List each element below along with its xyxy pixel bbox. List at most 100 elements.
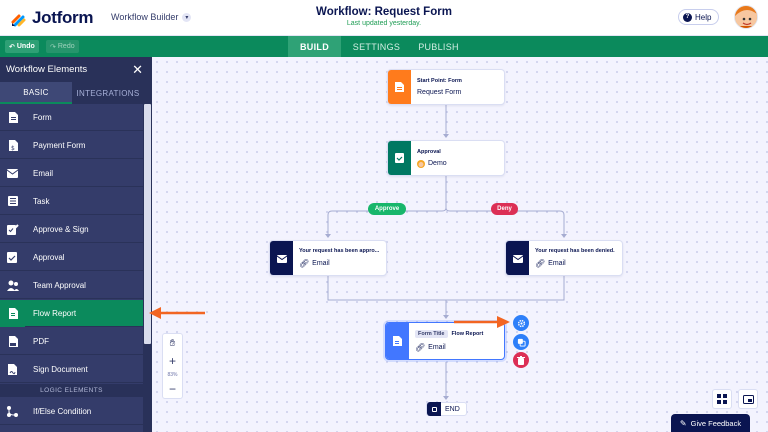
gear-icon — [517, 319, 525, 327]
node-title: Your request has been appro... — [299, 248, 380, 254]
sidebar-item-team-approval[interactable]: Team Approval — [0, 272, 143, 299]
annotation-arrow-right — [454, 316, 510, 328]
sidebar-item-flow-report[interactable]: Flow Report — [0, 299, 143, 327]
avatar[interactable] — [734, 5, 758, 29]
sidebar-item-label: Flow Report — [33, 308, 77, 318]
sidebar-item-label: PDF — [33, 336, 49, 346]
end-node[interactable]: END — [426, 402, 467, 416]
help-button[interactable]: ? Help — [678, 9, 720, 25]
pan-hand-button[interactable]: ✋︎ — [163, 334, 182, 352]
sidebar-item-sign-document[interactable]: Sign Document — [0, 356, 143, 383]
sidebar-tabs: BASIC INTEGRATIONS — [0, 82, 152, 104]
flow-report-icon — [0, 299, 25, 327]
undo-label: Undo — [16, 43, 35, 50]
builder-selector[interactable]: Workflow Builder ▾ — [111, 12, 192, 22]
approved-email-node[interactable]: Your request has been appro... 🔗︎ Email — [269, 240, 387, 276]
sidebar-header: Workflow Elements ✕ — [0, 57, 152, 82]
hand-icon: ✋︎ — [169, 337, 176, 349]
link-icon: 🔗︎ — [299, 259, 310, 268]
trash-icon — [517, 355, 525, 365]
link-icon: 🔗︎ — [415, 343, 426, 352]
node-subtitle-row: 🔗︎ Email — [535, 259, 615, 268]
zoom-out-button[interactable]: − — [163, 380, 182, 398]
sidebar-scrollbar[interactable] — [143, 104, 152, 432]
link-icon: 🔗︎ — [535, 259, 546, 268]
sidebar-item-pdf[interactable]: PDF — [0, 328, 143, 355]
deny-branch-label[interactable]: Deny — [491, 203, 518, 215]
approve-branch-label[interactable]: Approve — [368, 203, 406, 215]
logo-text: Jotform — [32, 8, 94, 27]
tab-basic[interactable]: BASIC — [0, 82, 72, 104]
assignee-name: Demo — [428, 160, 447, 167]
node-subtitle: Email — [428, 344, 446, 351]
sidebar-item-approve-sign[interactable]: Approve & Sign — [0, 216, 143, 243]
minimap-icon — [742, 394, 754, 404]
scrollbar-thumb[interactable] — [144, 104, 151, 344]
form-icon — [0, 104, 25, 131]
workflow-connectors — [325, 105, 567, 400]
node-subtitle: Email — [312, 260, 330, 267]
denied-email-node[interactable]: Your request has been denied. 🔗︎ Email — [505, 240, 623, 276]
zoom-in-button[interactable]: + — [163, 352, 182, 370]
last-updated-status: Last updated yesterday. — [346, 20, 422, 27]
node-duplicate-button[interactable] — [513, 334, 529, 350]
form-title-chip: Form Title — [415, 330, 448, 338]
builder-tabs: BUILD SETTINGS PUBLISH — [288, 36, 465, 57]
jotform-logo[interactable]: Jotform — [10, 8, 93, 28]
annotation-arrow-left — [149, 307, 205, 319]
layout-button[interactable] — [712, 389, 732, 409]
pdf-icon — [0, 328, 25, 355]
redo-button[interactable]: ↷ Redo — [46, 40, 79, 53]
node-subtitle: Email — [548, 260, 566, 267]
flow-report-icon — [386, 323, 409, 359]
give-feedback-button[interactable]: ✎ Give Feedback — [671, 414, 750, 432]
tab-publish[interactable]: PUBLISH — [418, 41, 459, 52]
sidebar-item-payment-form[interactable]: $ Payment Form — [0, 132, 143, 159]
workflow-elements-sidebar: Workflow Elements ✕ BASIC INTEGRATIONS F… — [0, 57, 152, 432]
tab-build[interactable]: BUILD — [288, 36, 341, 57]
sidebar-item-approval[interactable]: Approval — [0, 244, 143, 271]
builder-label: Workflow Builder — [111, 12, 179, 22]
svg-text:$: $ — [11, 145, 15, 152]
avatar-face-icon — [735, 6, 757, 28]
sidebar-item-task[interactable]: Task — [0, 188, 143, 215]
sidebar-item-form[interactable]: Form — [0, 104, 143, 131]
help-icon: ? — [683, 12, 692, 22]
undo-button[interactable]: ↶ Undo — [5, 40, 39, 53]
chevron-down-icon: ▾ — [182, 12, 192, 22]
tab-settings[interactable]: SETTINGS — [352, 41, 401, 52]
node-subtitle: Request Form — [417, 89, 462, 96]
workflow-title-area: Workflow: Request Form Last updated yest… — [250, 6, 518, 27]
sidebar-item-label: Form — [33, 112, 52, 122]
sidebar-item-label: Email — [33, 168, 54, 178]
condition-icon — [0, 398, 25, 425]
plus-icon: + — [168, 354, 176, 368]
payment-form-icon: $ — [0, 132, 25, 159]
approval-node[interactable]: Approval Demo — [387, 140, 505, 176]
help-label: Help — [695, 12, 712, 22]
node-title: Your request has been denied. — [535, 248, 615, 254]
tab-integrations[interactable]: INTEGRATIONS — [76, 88, 140, 98]
minimap-button[interactable] — [738, 389, 758, 409]
start-point-node[interactable]: Start Point: Form Request Form — [387, 69, 505, 105]
redo-icon: ↷ — [50, 43, 56, 51]
assignee-avatar-icon — [417, 159, 425, 168]
sidebar-item-email[interactable]: Email — [0, 160, 143, 187]
end-label: END — [445, 405, 460, 413]
email-icon — [506, 241, 529, 275]
workflow-canvas[interactable]: Start Point: Form Request Form Approval … — [152, 57, 768, 432]
redo-label: Redo — [57, 43, 75, 50]
sidebar-item-label: Payment Form — [33, 140, 86, 150]
node-delete-button[interactable] — [513, 352, 529, 368]
node-settings-button[interactable] — [513, 315, 529, 331]
node-title: Flow Report — [451, 331, 484, 337]
form-icon — [388, 70, 411, 104]
feedback-label: Give Feedback — [690, 418, 742, 428]
sign-document-icon — [0, 356, 25, 383]
workflow-title[interactable]: Workflow: Request Form — [316, 6, 452, 18]
close-icon[interactable]: ✕ — [132, 62, 143, 77]
sidebar-item-if-else-condition[interactable]: If/Else Condition — [0, 398, 143, 425]
feedback-icon: ✎ — [679, 418, 687, 428]
sidebar-title: Workflow Elements — [6, 64, 88, 75]
